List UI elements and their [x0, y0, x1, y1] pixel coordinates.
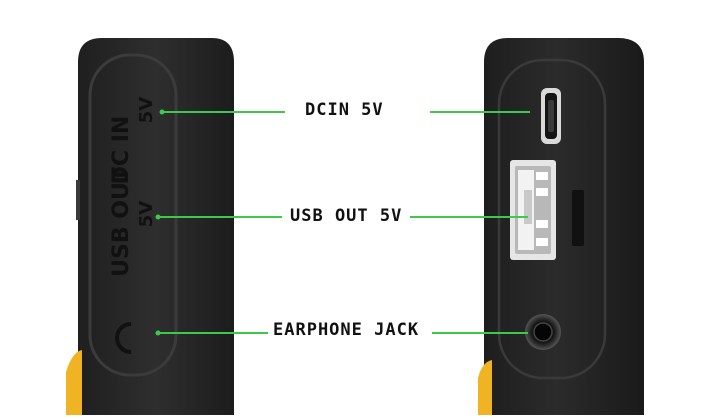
leader-lines: [158, 111, 530, 334]
micro-usb-port-icon[interactable]: [541, 88, 561, 144]
dc-in-voltage-print: 5V: [136, 97, 157, 124]
earphone-callout-label: EARPHONE JACK: [273, 320, 420, 340]
left-device: DC IN 5V USB OUT 5V: [66, 38, 234, 415]
right-yellow-accent: [478, 360, 492, 415]
dcin-callout-label: DCIN 5V: [305, 100, 384, 120]
audio-jack-icon[interactable]: [525, 314, 561, 350]
usb-a-port-icon[interactable]: [510, 160, 556, 260]
dc-in-print: DC IN: [109, 116, 134, 185]
side-slot: [572, 190, 584, 246]
left-side-panel: [88, 53, 178, 377]
right-device: [478, 38, 644, 415]
left-edge-notch: [76, 180, 80, 220]
usb-out-voltage-print: 5V: [136, 201, 157, 228]
usb-out-print: USB OUT: [109, 167, 134, 277]
power-icon[interactable]: [115, 322, 132, 354]
left-device-body: [78, 38, 234, 415]
right-device-body: [484, 38, 644, 415]
usb-out-callout-label: USB OUT 5V: [290, 206, 403, 226]
right-side-panel: [497, 58, 607, 380]
left-yellow-accent: [66, 350, 82, 415]
